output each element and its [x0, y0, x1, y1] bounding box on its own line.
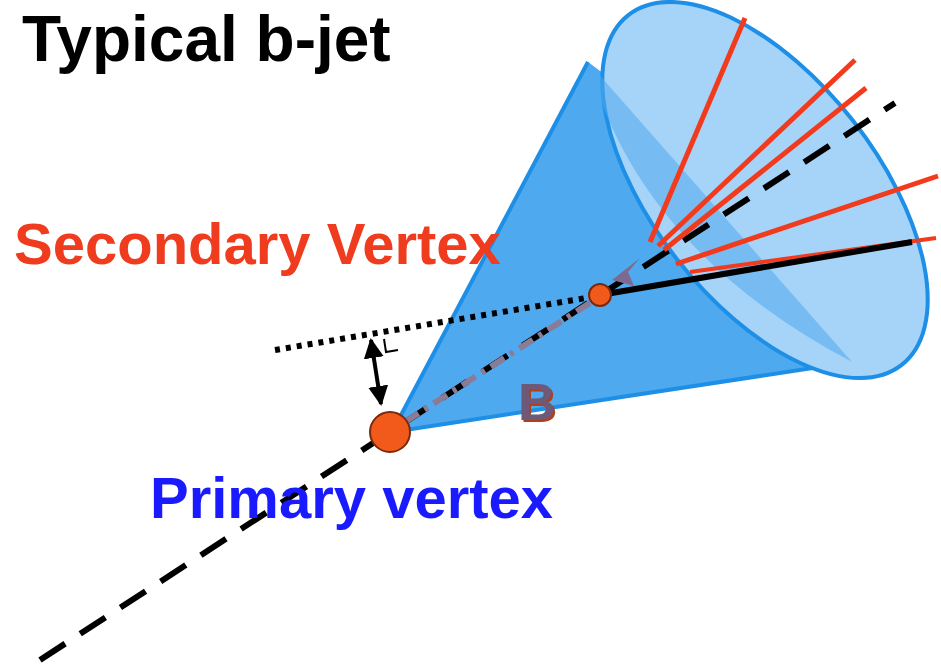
- vertex-label: Secondary Vertex: [14, 212, 501, 276]
- track-extrapolation: [275, 296, 598, 350]
- cone-shade: [588, 62, 852, 362]
- secondary-vertex-dot: [589, 284, 611, 306]
- impact-parameter: [371, 340, 381, 404]
- decay-arrow: [612, 258, 640, 286]
- lepton-track: [600, 242, 912, 295]
- track: [664, 88, 866, 250]
- primary-vertex-dot: [370, 412, 410, 452]
- b-flight-path: [405, 299, 596, 422]
- cone-edge: [392, 362, 852, 432]
- particle-label: B: [518, 374, 556, 431]
- diagram-title: Typical b-jet: [22, 4, 391, 74]
- track: [658, 60, 855, 246]
- track: [676, 176, 938, 264]
- vertex-label: Primary vertex: [150, 466, 553, 530]
- jet-axis: [40, 103, 895, 660]
- right-angle-mark: [384, 339, 398, 352]
- cone-opening: [540, 0, 941, 434]
